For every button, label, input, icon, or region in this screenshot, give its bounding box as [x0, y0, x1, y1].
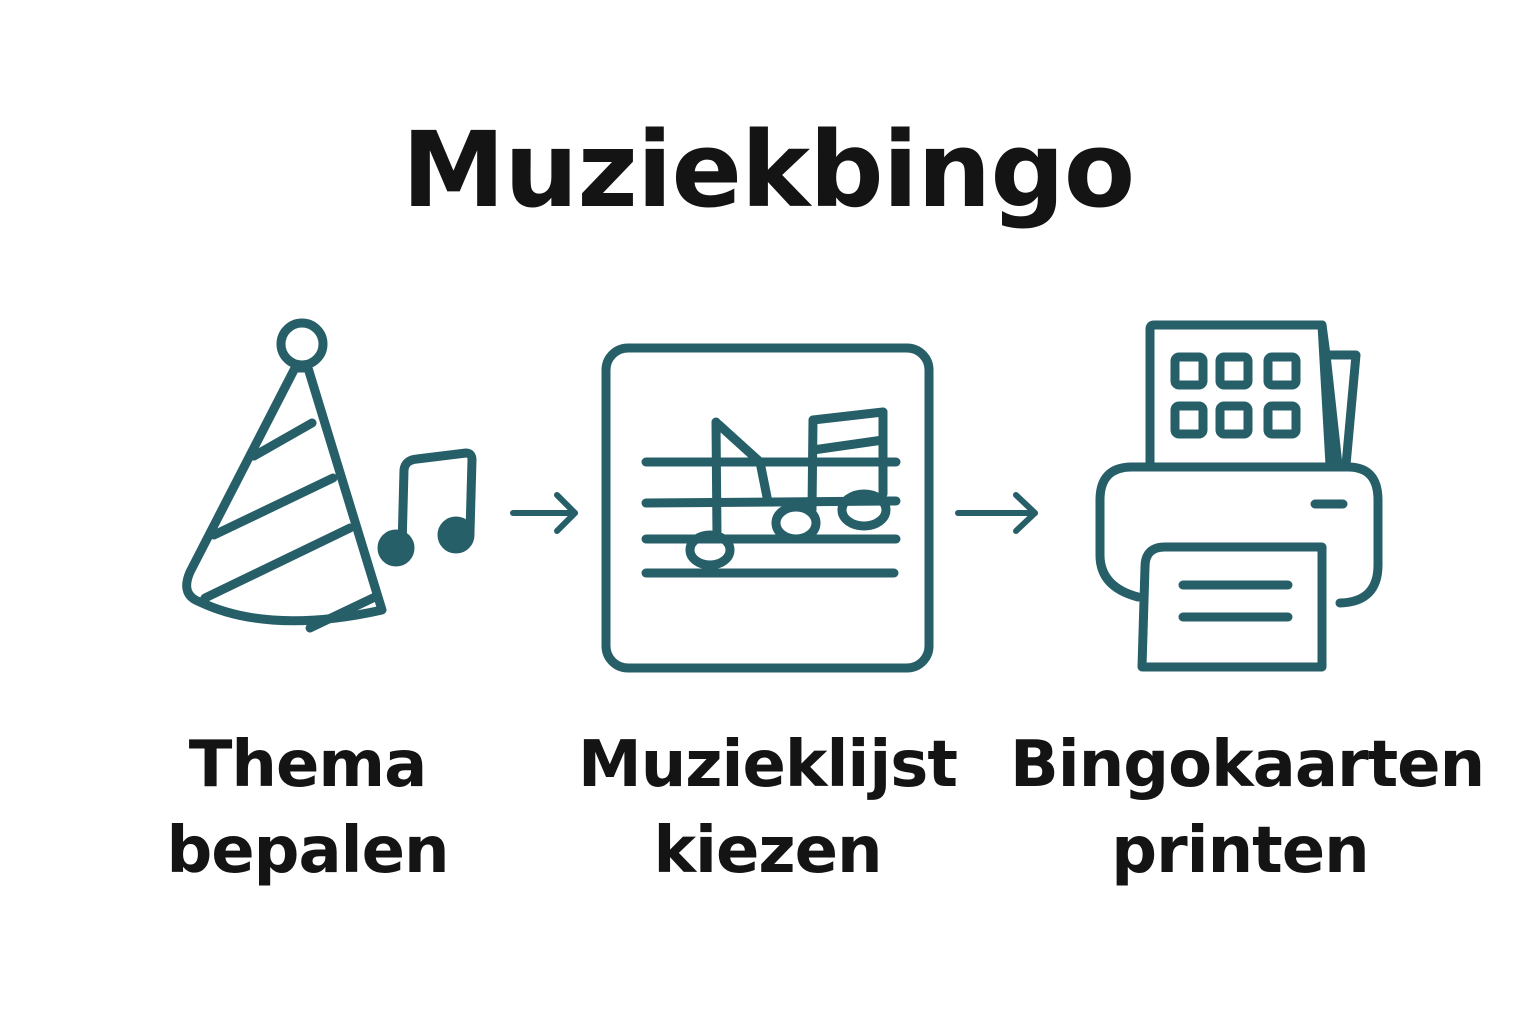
arrow-right-icon — [950, 485, 1045, 540]
arrow-right-icon — [505, 485, 585, 540]
music-sheet-icon — [600, 342, 935, 674]
step-label-line: Thema — [188, 728, 428, 802]
step-label-music-list: Muzieklĳst kiezen — [570, 722, 965, 894]
step-label-line: Bingokaarten — [1010, 728, 1485, 802]
step-label-print-cards: Bingokaarten printen — [1010, 722, 1485, 894]
page-title: Muziekbingo — [401, 109, 1135, 231]
printer-bingo-card-icon — [1090, 315, 1390, 680]
step-label-line: bepalen — [166, 814, 449, 888]
step-label-line: Muzieklĳst — [578, 728, 958, 802]
step-label-line: printen — [1111, 814, 1369, 888]
step-label-theme: Thema bepalen — [130, 722, 485, 894]
party-hat-music-note-icon — [170, 310, 490, 650]
step-label-line: kiezen — [653, 814, 882, 888]
